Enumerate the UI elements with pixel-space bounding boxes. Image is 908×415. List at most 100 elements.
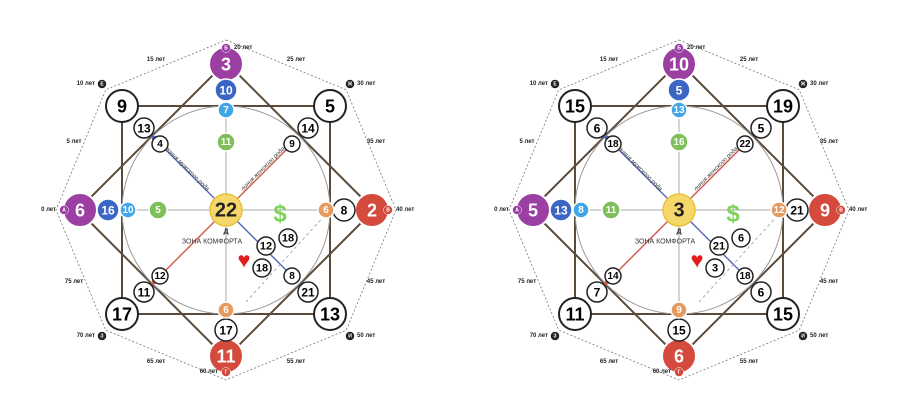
diag-tl-1-value: 6 [594, 122, 601, 136]
age-label-6: 50 лет [357, 333, 375, 339]
point-zh: 19 [766, 89, 800, 123]
right-inner-2-value: 6 [323, 205, 329, 216]
age-marker-4: Е [97, 79, 107, 89]
center-letter: Д [224, 229, 229, 236]
ring-age-5: 65 лет [600, 359, 618, 365]
ring-age-1: 25 лет [287, 57, 305, 63]
point-e: 15 [558, 89, 592, 123]
diag-tr-2: 22 [736, 135, 754, 153]
dollar-icon: $ [273, 201, 287, 228]
love-point-value: 18 [256, 263, 268, 275]
right-inner-1-value: 21 [790, 204, 804, 218]
age-marker-6: И [345, 331, 355, 341]
age-marker-7: З [97, 331, 107, 341]
age-marker-5-value: Ж [800, 82, 806, 88]
female-line-arrow [231, 143, 293, 205]
diag-br-2-value: 18 [739, 271, 751, 282]
top-inner-3-value: 11 [221, 137, 232, 148]
age-marker-3: Г [674, 367, 684, 377]
age-label-2: 40 лет [849, 207, 867, 213]
diag-bl-1-value: 7 [594, 286, 601, 300]
bottom-inner-2-value: 9 [676, 305, 682, 316]
diag-tl-1: 6 [586, 117, 608, 139]
left-inner-3: 5 [148, 200, 168, 220]
ring-age-7: 5 лет [67, 139, 82, 145]
top-inner-1-value: 5 [676, 84, 683, 98]
point-zh-value: 5 [325, 97, 335, 117]
bottom-inner-2-value: 6 [223, 305, 229, 316]
diag-bl-1: 7 [586, 281, 608, 303]
diag-tl-1: 13 [133, 117, 155, 139]
age-marker-2-value: В [386, 208, 390, 214]
ring-age-0: 15 лет [147, 57, 165, 63]
diag-br-1: 6 [750, 281, 772, 303]
right-inner-1: 21 [785, 198, 809, 222]
money-point-1-value: 12 [260, 241, 272, 253]
point-g-value: 6 [674, 347, 684, 367]
age-marker-6: И [798, 331, 808, 341]
ring-age-3: 45 лет [820, 279, 838, 285]
point-e-value: 9 [117, 97, 127, 117]
left-inner-3-value: 5 [155, 205, 161, 216]
point-e: 9 [105, 89, 139, 123]
love-point: 18 [252, 258, 272, 278]
female-line-label: линия женского рода [239, 146, 286, 193]
heart-icon: ♥ [690, 248, 703, 273]
center-letter: Д [677, 229, 682, 236]
top-inner-1-value: 10 [219, 84, 233, 98]
age-label-5: 30 лет [357, 81, 375, 87]
age-marker-4: Е [550, 79, 560, 89]
age-label-4: 10 лет [530, 81, 548, 87]
money-love-line [698, 213, 780, 303]
age-marker-7-value: З [100, 334, 103, 340]
diag-tr-1: 14 [297, 117, 319, 139]
love-point-value: 3 [712, 263, 718, 275]
bottom-inner-2: 6 [217, 301, 235, 319]
diag-tl-1-value: 13 [137, 122, 151, 136]
age-marker-0-value: А [515, 208, 519, 214]
male-line-label: линия мужского рода [616, 145, 664, 193]
diag-bl-1-value: 11 [138, 286, 151, 300]
left-inner-2-value: 8 [578, 205, 584, 216]
center-point-value: 22 [215, 200, 237, 222]
top-inner-2: 7 [217, 101, 235, 119]
age-label-7: 70 лет [530, 333, 548, 339]
diag-bl-2-value: 14 [607, 271, 619, 282]
point-zh-value: 19 [773, 97, 793, 117]
age-label-0: 0 лет [41, 207, 56, 213]
diag-br-2: 8 [283, 267, 301, 285]
bottom-inner-1: 17 [214, 318, 238, 342]
point-z-value: 17 [112, 305, 132, 325]
money-point-2-value: 18 [282, 233, 294, 245]
right-inner-1: 8 [332, 198, 356, 222]
left-inner-1-value: 16 [101, 204, 115, 218]
left-inner-2-value: 10 [122, 205, 134, 216]
age-label-2: 40 лет [396, 207, 414, 213]
money-point-1: 12 [256, 236, 276, 256]
age-marker-3-value: Г [678, 370, 681, 376]
right-inner-1-value: 8 [341, 204, 348, 218]
point-g-value: 11 [216, 347, 235, 367]
diag-bl-1: 11 [133, 281, 155, 303]
age-label-4: 10 лет [77, 81, 95, 87]
ring-age-4: 55 лет [287, 359, 305, 365]
money-point-1-value: 21 [713, 241, 725, 253]
top-inner-2-value: 7 [223, 105, 229, 116]
age-marker-2-value: В [839, 208, 843, 214]
age-marker-7: З [550, 331, 560, 341]
point-b-value: 10 [669, 55, 689, 75]
point-b-value: 3 [221, 55, 231, 75]
age-label-3: 60 лет [200, 369, 218, 375]
female-line-arrow [684, 143, 746, 205]
ring-age-1: 25 лет [740, 57, 758, 63]
age-label-5: 30 лет [810, 81, 828, 87]
diag-bl-2: 14 [604, 267, 622, 285]
age-marker-7-value: З [553, 334, 556, 340]
age-marker-1-value: Б [224, 46, 228, 52]
diag-br-1: 21 [297, 281, 319, 303]
point-i: 15 [766, 297, 800, 331]
right-inner-2: 12 [770, 201, 788, 219]
left-inner-1: 16 [96, 198, 120, 222]
